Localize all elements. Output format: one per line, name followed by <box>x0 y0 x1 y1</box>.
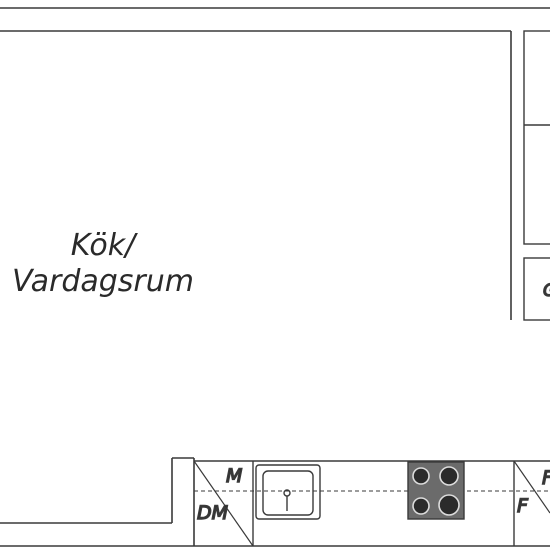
walls <box>0 7 550 547</box>
right-closets: G <box>523 30 550 321</box>
burner-bottom-right <box>438 494 460 516</box>
burner-top-right <box>439 466 459 486</box>
microwave-diagonal <box>193 460 254 547</box>
freezer-label: F <box>542 467 550 489</box>
closet-label: G <box>543 281 550 301</box>
dishwasher-label: DM <box>197 502 228 524</box>
sink-outer <box>255 464 321 520</box>
burner-top-left <box>412 467 430 485</box>
room-label-line2: Vardagsrum <box>12 264 194 299</box>
microwave-label: M <box>226 465 242 487</box>
fridge-diagonal <box>513 460 550 514</box>
fridge-label: F <box>517 495 529 517</box>
wardrobe <box>523 30 550 245</box>
burner-bottom-left <box>412 497 430 515</box>
sink-basin <box>262 470 314 516</box>
kitchen-counter: M DM F F <box>193 460 550 547</box>
room-label-line1: Kök/ <box>71 228 138 263</box>
closet <box>523 257 550 321</box>
